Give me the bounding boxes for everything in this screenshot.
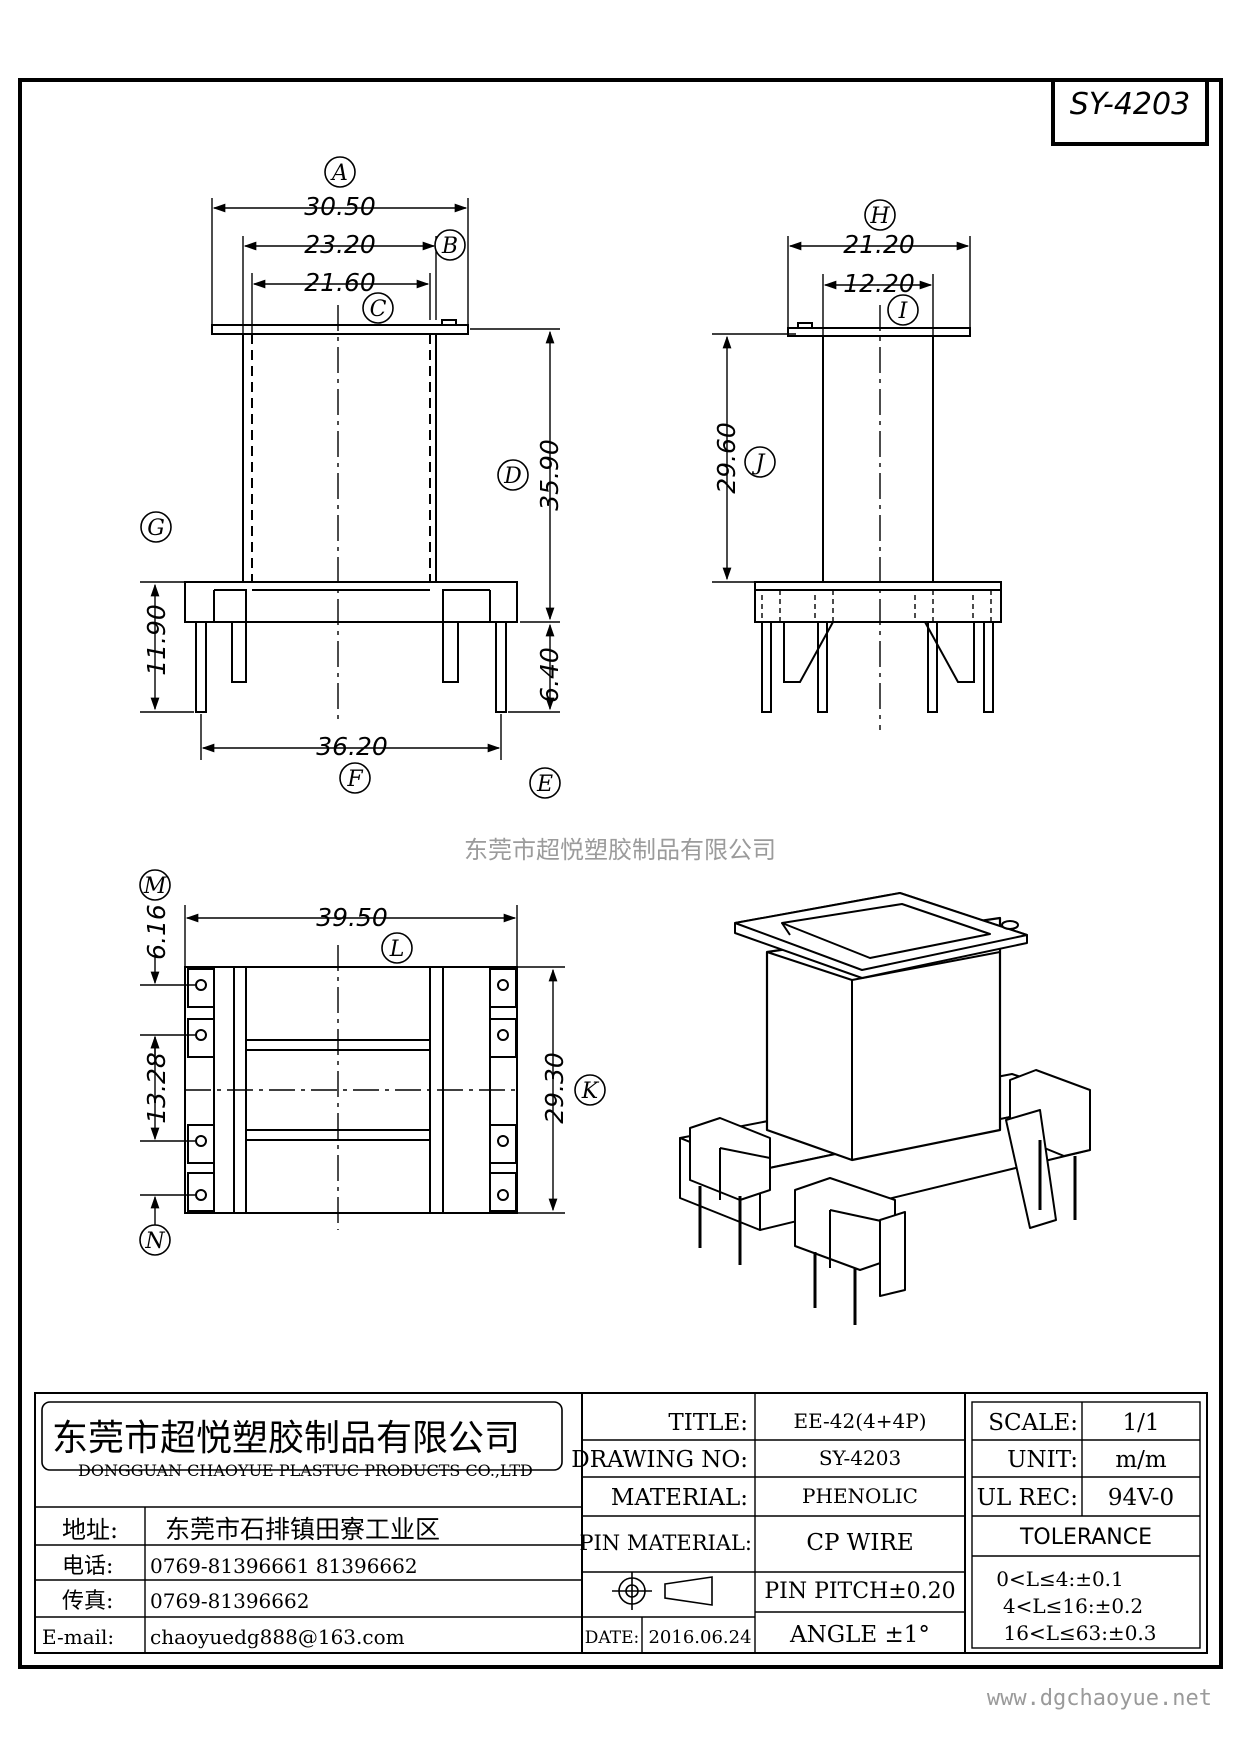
- front-view-texts: 30.50 23.20 21.60 35.90 6.40 36.20 11.90: [142, 192, 564, 761]
- isometric-view: [679, 892, 1091, 1325]
- callout-letters: A B C D G F E H I J M L K N: [143, 161, 909, 1254]
- title-block: [34, 1392, 1208, 1654]
- drawing-no-value: SY-4203: [819, 1446, 901, 1470]
- dim-G-value: 11.90: [142, 604, 171, 676]
- title-label: TITLE:: [668, 1410, 748, 1436]
- label-A: A: [330, 161, 348, 186]
- dim-K-value: 29.30: [540, 1052, 569, 1124]
- label-D: D: [503, 464, 522, 489]
- company-name-en: DONGGUAN CHAOYUE PLASTUC PRODUCTS CO.,LT…: [78, 1461, 533, 1480]
- projection-symbol: [612, 1572, 713, 1610]
- ul-label: UL REC:: [977, 1485, 1078, 1511]
- dim-E-value: 6.40: [535, 647, 564, 703]
- label-E: E: [536, 772, 553, 797]
- label-F: F: [346, 767, 363, 792]
- address-label: 地址:: [62, 1516, 118, 1544]
- dim-C-value: 21.60: [304, 268, 376, 297]
- sheet-border: [18, 78, 1223, 1669]
- side-view-dims: [712, 236, 971, 583]
- email: chaoyuedg888@163.com: [150, 1625, 405, 1649]
- code-box: [1051, 78, 1209, 146]
- bottom-view-texts: 39.50 29.30 6.16 13.28: [142, 903, 569, 1124]
- website-url: www.dgchaoyue.net: [987, 1686, 1212, 1711]
- angle: ANGLE ±1°: [789, 1622, 930, 1648]
- label-L: L: [389, 937, 405, 962]
- pin-material-value: CP WIRE: [806, 1530, 913, 1556]
- email-label: E-mail:: [42, 1625, 114, 1649]
- scale-label: SCALE:: [988, 1410, 1078, 1436]
- dim-J-value: 29.60: [712, 422, 741, 494]
- dim-I-value: 12.20: [843, 269, 915, 298]
- scale-value: 1/1: [1122, 1410, 1159, 1436]
- bottom-view: [184, 945, 518, 1230]
- dim-H-value: 21.20: [843, 230, 915, 259]
- front-top-flange: [211, 324, 469, 335]
- fax: 0769-81396662: [150, 1589, 309, 1613]
- company-name-cn: 东莞市超悦塑胶制品有限公司: [52, 1418, 520, 1459]
- label-I: I: [898, 299, 909, 324]
- label-C: C: [370, 297, 387, 322]
- drawing-no-label: DRAWING NO:: [571, 1447, 748, 1473]
- front-view-dims: [140, 198, 560, 760]
- tolerance-1: 0<L≤4:±0.1: [996, 1567, 1124, 1591]
- callouts: [139, 156, 919, 1256]
- unit-value: m/m: [1115, 1447, 1167, 1473]
- label-G: G: [147, 516, 165, 541]
- dim-N-value: 13.28: [142, 1052, 171, 1124]
- pin-pitch: PIN PITCH±0.20: [764, 1579, 955, 1604]
- title-block-texts: 东莞市超悦塑胶制品有限公司 DONGGUAN CHAOYUE PLASTUC P…: [42, 1409, 1174, 1649]
- tolerance-3: 16<L≤63:±0.3: [1004, 1621, 1157, 1645]
- drawing-code: SY-4203: [1070, 87, 1190, 122]
- label-M: M: [143, 874, 167, 899]
- label-K: K: [581, 1079, 600, 1104]
- label-B: B: [441, 234, 458, 259]
- fax-label: 传真:: [62, 1589, 113, 1614]
- date-value: 2016.06.24: [648, 1627, 751, 1648]
- side-view-texts: 21.20 12.20 29.60: [712, 230, 915, 494]
- dim-M-value: 6.16: [142, 904, 171, 960]
- dim-L-value: 39.50: [316, 903, 388, 932]
- material-value: PHENOLIC: [802, 1484, 918, 1508]
- front-base: [184, 581, 518, 623]
- address: 东莞市石排镇田寮工业区: [165, 1515, 440, 1544]
- label-H: H: [869, 204, 890, 229]
- phone: 0769-81396661 81396662: [150, 1554, 418, 1578]
- dim-F-value: 36.20: [316, 732, 388, 761]
- watermark: 东莞市超悦塑胶制品有限公司: [464, 836, 776, 864]
- pin-material-label: PIN MATERIAL:: [579, 1531, 752, 1555]
- dim-B-value: 23.20: [304, 230, 376, 259]
- bottom-view-dims: [140, 905, 565, 1225]
- tolerance-2: 4<L≤16:±0.2: [1003, 1594, 1143, 1618]
- front-flange-tab: [441, 319, 457, 326]
- ul-value: 94V-0: [1108, 1485, 1174, 1511]
- side-view: [754, 305, 1002, 730]
- title-value: EE-42(4+4P): [793, 1409, 926, 1433]
- pin-pads: [187, 968, 517, 1212]
- unit-label: UNIT:: [1007, 1447, 1078, 1473]
- material-label: MATERIAL:: [611, 1485, 748, 1511]
- label-J: J: [752, 451, 766, 476]
- front-view: [184, 305, 518, 720]
- dim-D-value: 35.90: [535, 439, 564, 511]
- date-label: DATE:: [585, 1628, 639, 1648]
- tolerance-label: TOLERANCE: [1019, 1525, 1152, 1550]
- label-N: N: [144, 1229, 165, 1254]
- dim-A-value: 30.50: [304, 192, 376, 221]
- phone-label: 电话:: [62, 1554, 113, 1579]
